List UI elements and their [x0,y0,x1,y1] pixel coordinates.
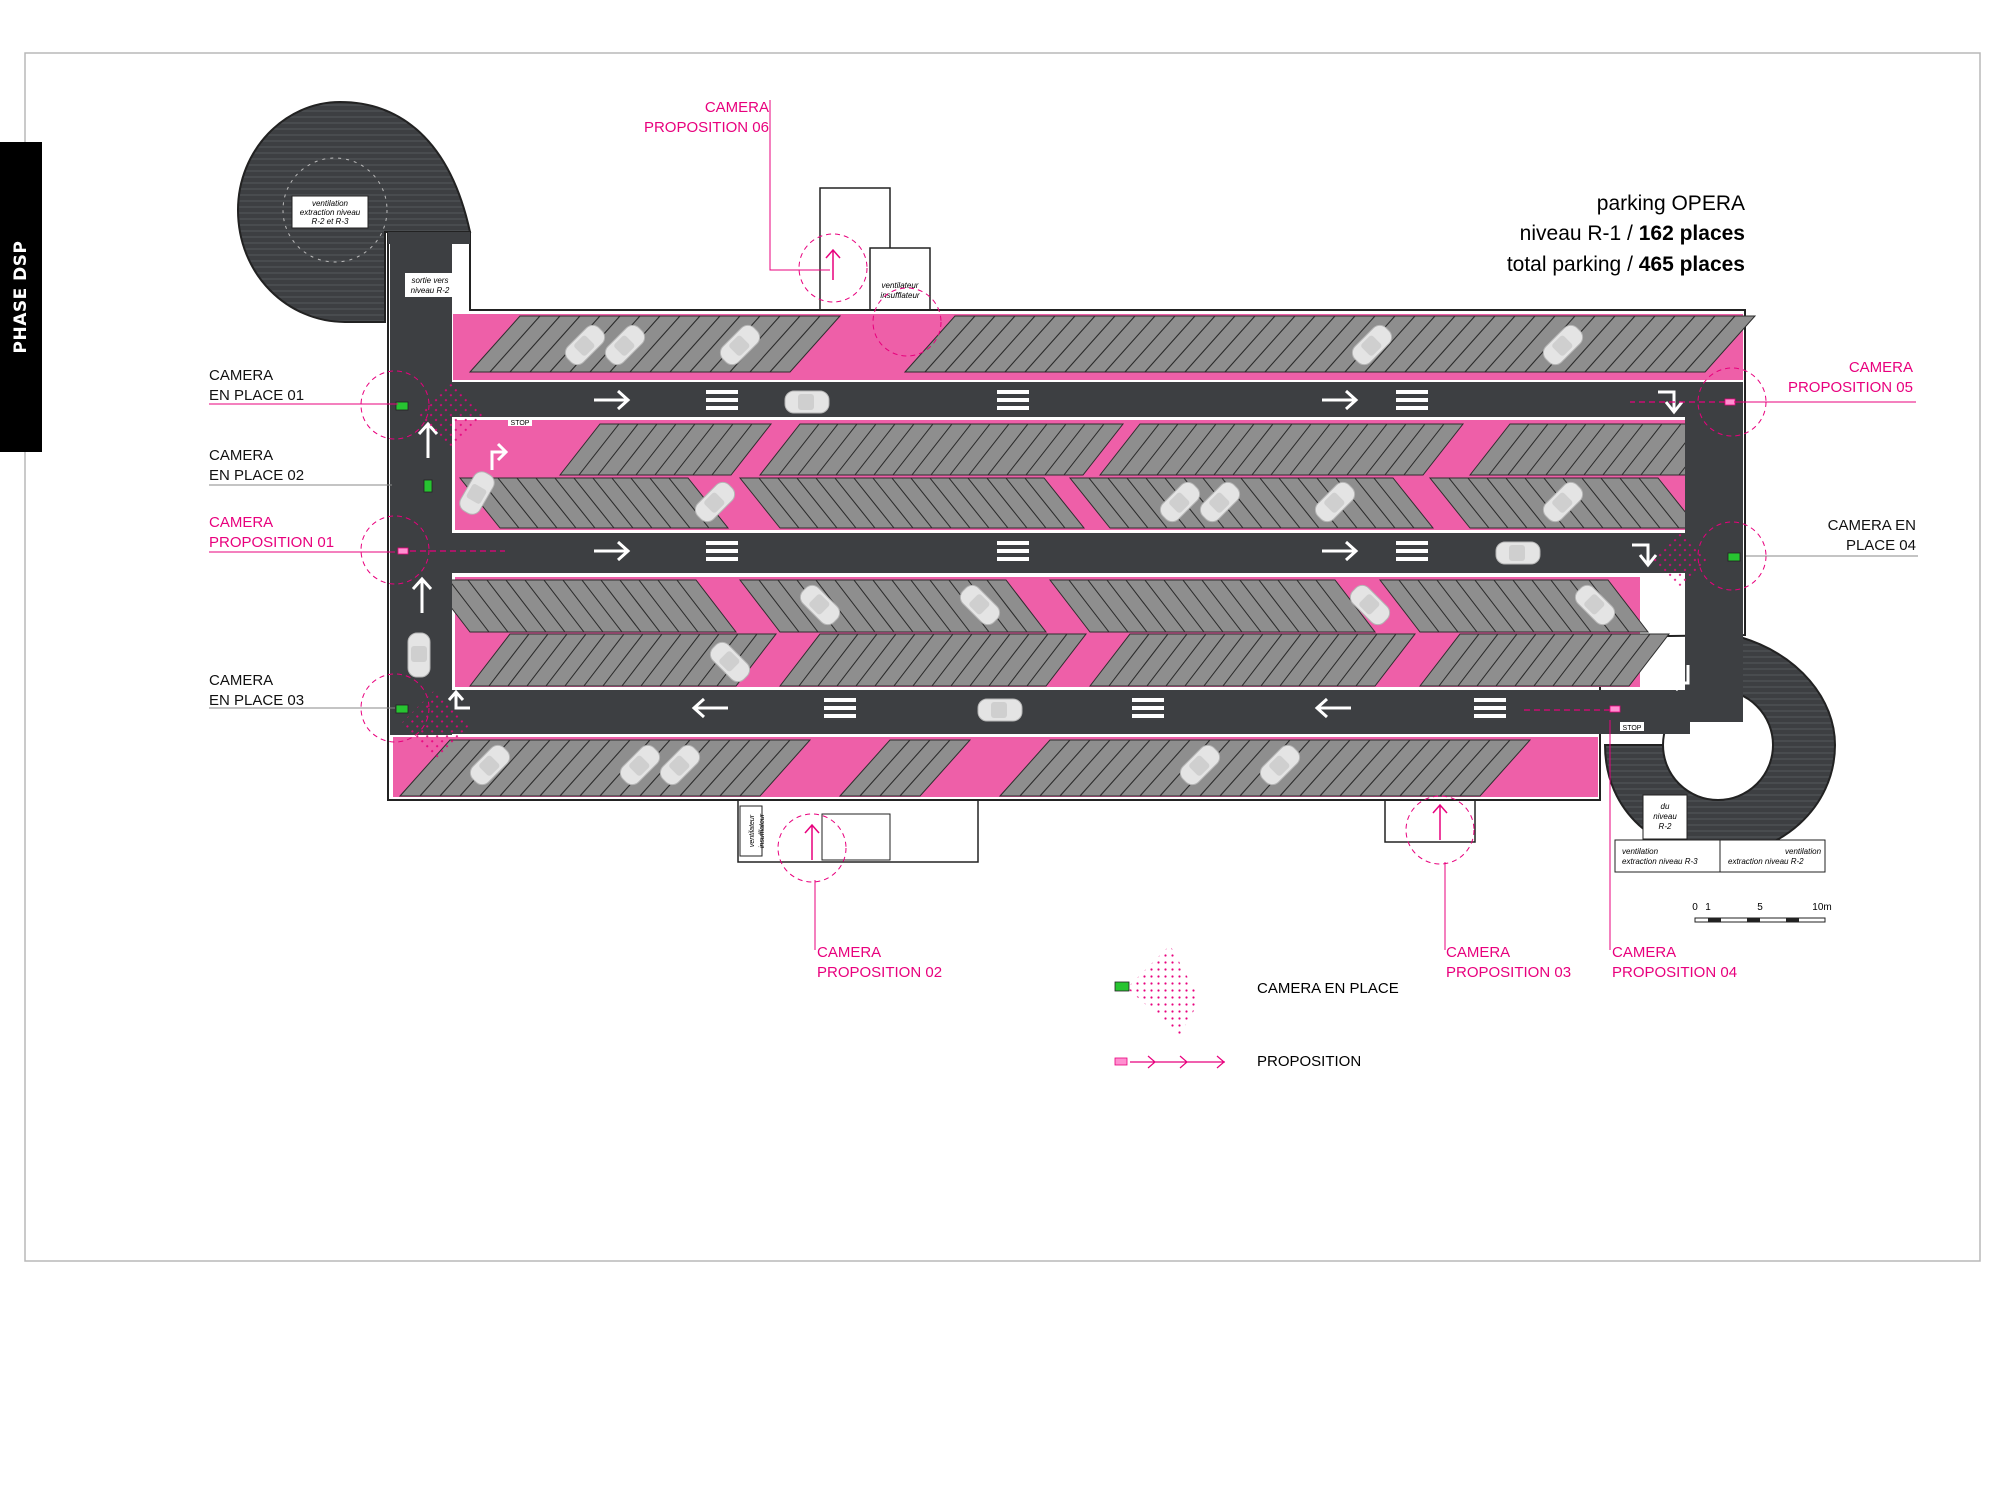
callout-leaders [209,100,1918,950]
svg-text:ventilation: ventilation [1622,847,1659,856]
parking-stall [985,579,1048,633]
svg-text:ventilateur: ventilateur [749,814,756,847]
label-en-place-01: CAMERA [209,367,273,384]
svg-text:parking OPERA: parking OPERA [1597,192,1745,215]
parking-stall [1023,477,1086,529]
legend-proposition-label: PROPOSITION [1257,1053,1361,1070]
room-labels: ventilation extraction niveau R-2 et R-3… [300,199,1822,866]
parking-stall [1608,633,1671,687]
label-en-place-03: CAMERA [209,672,273,689]
svg-text:extraction niveau R-3: extraction niveau R-3 [1622,857,1698,866]
camera-labels: CAMERA EN PLACE 01 CAMERA EN PLACE 02 CA… [209,99,1916,981]
svg-text:EN PLACE 02: EN PLACE 02 [209,467,304,484]
label-proposition-01: CAMERA [209,514,273,531]
annex-top [819,187,931,311]
svg-text:PLACE 04: PLACE 04 [1846,537,1916,554]
parking-stall [738,739,812,797]
parking-stall [1025,633,1088,687]
legend: CAMERA EN PLACE PROPOSITION [1114,945,1399,1070]
parking-stall [1402,423,1465,476]
parking-stall [1354,633,1417,687]
road-markings [411,389,1690,719]
driving-aisles [388,232,1743,735]
label-proposition-05: CAMERA [1849,359,1913,376]
svg-text:sortie vers: sortie vers [412,276,449,285]
svg-text:ventilateur: ventilateur [882,281,919,290]
parking-stall [1458,739,1532,797]
svg-text:extraction niveau: extraction niveau [300,208,361,217]
svg-text:total parking / 465 places: total parking / 465 places [1507,253,1745,276]
label-proposition-02: CAMERA [817,944,881,961]
svg-text:0: 0 [1692,902,1698,913]
camera-proposition-icon [1114,1055,1225,1069]
svg-text:10m: 10m [1812,902,1831,913]
svg-text:EN PLACE 03: EN PLACE 03 [209,692,304,709]
svg-text:ventilation: ventilation [1785,847,1822,856]
svg-text:du: du [1661,802,1670,811]
parking-stall [1683,315,1757,373]
parking-stall [1372,477,1435,529]
camera-markers [360,233,1767,883]
annex-bottom-left [737,799,979,863]
svg-text:ventilation: ventilation [312,199,349,208]
phase-tab: PHASE DSP [0,142,42,452]
parking-stall [1062,423,1125,476]
camera-en-place-icon [1114,945,1200,1035]
svg-text:STOP: STOP [1623,725,1642,732]
svg-text:PROPOSITION 06: PROPOSITION 06 [644,119,769,136]
svg-text:PROPOSITION 04: PROPOSITION 04 [1612,964,1737,981]
title-block: parking OPERA niveau R-1 / 162 places to… [1507,192,1745,276]
svg-text:1: 1 [1705,902,1711,913]
spiral-ramp-top [236,100,472,323]
svg-text:R-2: R-2 [1659,822,1672,831]
label-en-place-04: CAMERA EN [1828,517,1916,534]
scale-bar: 0 1 5 10m [1692,902,1832,923]
svg-text:PROPOSITION 03: PROPOSITION 03 [1446,964,1571,981]
svg-text:R-2 et R-3: R-2 et R-3 [312,217,349,226]
parking-stall [710,423,773,476]
annex-bottom-right [1384,799,1476,843]
svg-text:PROPOSITION 01: PROPOSITION 01 [209,534,334,551]
label-proposition-04: CAMERA [1612,944,1676,961]
svg-text:insufflateur: insufflateur [880,291,919,300]
svg-text:niveau R-1 / 162 places: niveau R-1 / 162 places [1520,222,1745,245]
label-en-place-02: CAMERA [209,447,273,464]
svg-text:PROPOSITION 05: PROPOSITION 05 [1788,379,1913,396]
svg-text:STOP: STOP [511,420,530,427]
svg-text:insufflateur: insufflateur [759,813,766,848]
svg-text:niveau R-2: niveau R-2 [411,286,450,295]
svg-text:extraction niveau R-2: extraction niveau R-2 [1728,857,1804,866]
parking-stall [1314,579,1377,633]
svg-text:niveau: niveau [1653,812,1677,821]
svg-text:EN PLACE 01: EN PLACE 01 [209,387,304,404]
label-proposition-03: CAMERA [1446,944,1510,961]
legend-en-place-label: CAMERA EN PLACE [1257,980,1399,997]
parking-stall [768,315,842,373]
svg-text:5: 5 [1757,902,1763,913]
parking-stall [675,579,738,633]
label-proposition-06: CAMERA [705,99,769,116]
svg-text:PROPOSITION 02: PROPOSITION 02 [817,964,942,981]
parking-stall [898,739,972,797]
